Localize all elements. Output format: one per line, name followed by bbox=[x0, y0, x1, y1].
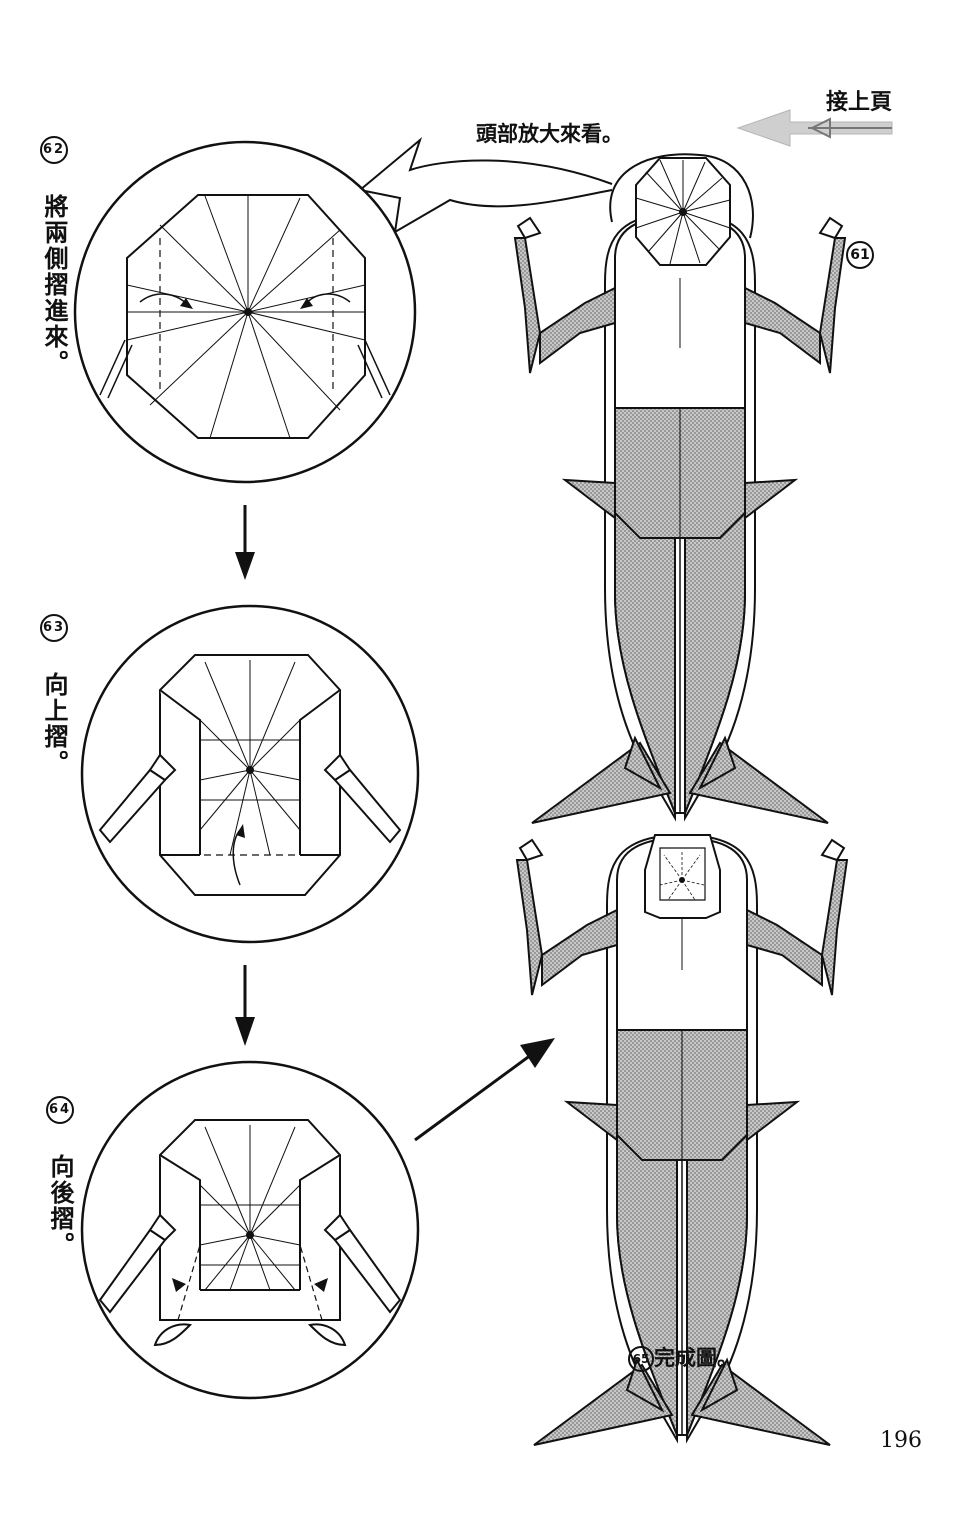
continue-label: 接上頁 bbox=[826, 90, 893, 115]
step-number: 61 bbox=[846, 241, 874, 269]
result-arrow bbox=[414, 1038, 555, 1142]
detail-circle-64 bbox=[80, 1060, 420, 1400]
page-number: 196 bbox=[880, 1428, 922, 1453]
detail-circle-63 bbox=[80, 604, 420, 944]
step-64-caption: 64 向後摺。 bbox=[46, 1096, 74, 1258]
step-61-badge: 61 bbox=[846, 240, 874, 269]
step-text: 向後摺。 bbox=[46, 1154, 74, 1258]
step-63-caption: 63 向上摺。 bbox=[40, 614, 68, 776]
zoom-connector-arrow bbox=[357, 136, 613, 234]
zoom-note: 頭部放大來看。 bbox=[476, 122, 623, 146]
down-arrow-2 bbox=[235, 965, 255, 1046]
step-text: 完成圖。 bbox=[654, 1346, 738, 1370]
down-arrow-1 bbox=[235, 505, 255, 580]
figure-step-61 bbox=[514, 212, 846, 824]
step-number: 65 bbox=[628, 1346, 654, 1372]
step-text: 將兩側摺進來。 bbox=[40, 194, 68, 376]
step-number: 64 bbox=[46, 1096, 74, 1124]
continue-arrow bbox=[736, 109, 893, 147]
detail-circle-62 bbox=[73, 140, 417, 484]
step-text: 向上摺。 bbox=[40, 672, 68, 776]
step-number: 63 bbox=[40, 614, 68, 642]
step-number: 62 bbox=[40, 136, 68, 164]
crease-lines bbox=[635, 159, 731, 265]
step-62-caption: 62 將兩側摺進來。 bbox=[40, 136, 68, 376]
head-detail-61 bbox=[609, 153, 754, 266]
head-final-65 bbox=[644, 834, 721, 919]
